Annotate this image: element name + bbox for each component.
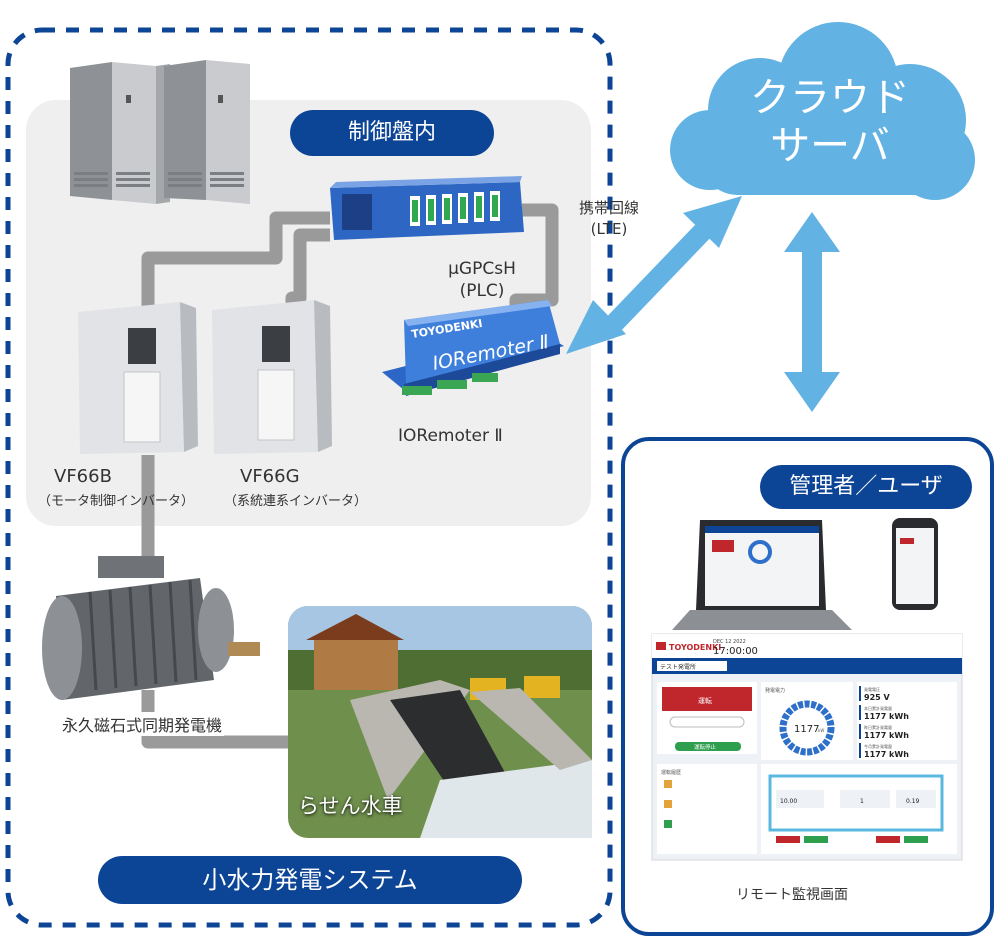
inverter-vf66g-name: VF66G <box>240 466 300 487</box>
remote-screen-caption: リモート監視画面 <box>736 887 848 903</box>
svg-text:1: 1 <box>860 798 864 805</box>
plc-label: μGPCsH (PLC) <box>432 258 532 302</box>
svg-text:運転停止: 運転停止 <box>694 743 717 751</box>
svg-text:1177: 1177 <box>794 724 819 735</box>
svg-text:TOYODENKI: TOYODENKI <box>669 643 721 652</box>
svg-text:10.00: 10.00 <box>780 798 797 805</box>
svg-text:DEC 12 2022: DEC 12 2022 <box>713 639 746 645</box>
metric-value: 1177 kWh <box>864 712 909 721</box>
system-boundary <box>5 27 613 928</box>
metric-accent <box>859 724 861 739</box>
plc-name: μGPCsH <box>448 259 516 279</box>
plc-type: (PLC) <box>459 281 505 301</box>
cloud-label-line1: クラウド <box>750 75 910 121</box>
lte-label-line1: 携帯回線 <box>578 199 639 217</box>
lte-arrow <box>566 196 742 354</box>
server-racks-image <box>70 60 250 204</box>
dashboard-screenshot: TOYODENKI DEC 12 2022 17:00:00 テスト発電所 運転… <box>651 633 963 861</box>
metric-label: 昨日累計発電量 <box>864 724 892 730</box>
metric-label: 今月累計発電量 <box>864 743 892 749</box>
inverter-vf66b-name: VF66B <box>54 466 112 487</box>
svg-text:運転履歴: 運転履歴 <box>661 770 681 776</box>
admin-title: 管理者／ユーザ <box>760 465 972 509</box>
svg-text:17:00:00: 17:00:00 <box>713 646 758 657</box>
cloud-server <box>670 22 975 200</box>
lte-label: 携帯回線 (LTE) <box>564 198 654 240</box>
generator-to-wheel-line <box>141 690 288 749</box>
svg-text:運転: 運転 <box>698 696 712 705</box>
inverter-vf66b-image <box>78 302 198 454</box>
waterwheel-label: らせん水車 <box>298 794 403 818</box>
metric-label: 発電電圧 <box>864 686 880 692</box>
laptop-image <box>672 520 852 630</box>
cloud-admin-arrow <box>784 212 840 412</box>
metric-accent <box>859 686 861 701</box>
metric-value: 925 V <box>864 693 890 702</box>
plc-image <box>330 176 524 240</box>
control-panel-title: 制御盤内 <box>290 110 494 156</box>
svg-text:テスト発電所: テスト発電所 <box>660 663 696 671</box>
metric-accent <box>859 705 861 720</box>
svg-text:kW: kW <box>818 728 824 733</box>
svg-text:発電電力: 発電電力 <box>765 687 785 694</box>
metric-label: 本日累計発電量 <box>864 705 892 711</box>
generator-image <box>42 556 260 700</box>
metric-value: 1177 kWh <box>864 750 909 759</box>
plc-to-inverters-line <box>141 211 330 310</box>
lte-label-line2: (LTE) <box>590 220 628 238</box>
metric-accent <box>859 743 861 758</box>
plc-to-inverter-g-line <box>285 228 330 310</box>
waterwheel-photo <box>288 606 592 838</box>
svg-text:0.19: 0.19 <box>906 798 920 805</box>
inverter-vf66g-desc: （系統連系インバータ） <box>224 494 368 509</box>
metric-value: 1177 kWh <box>864 731 909 740</box>
ioremoter-caption: IORemoter Ⅱ <box>398 426 503 446</box>
generator-label: 永久磁石式同期発電機 <box>60 712 225 736</box>
system-title: 小水力発電システム <box>98 856 522 904</box>
inverter-vf66b-desc: （モータ制御インバータ） <box>38 494 195 509</box>
phone-image <box>892 518 938 610</box>
cloud-label-line2: サーバ <box>770 123 890 169</box>
cloud-label: クラウド サーバ <box>720 74 940 170</box>
inverter-vf66g-image <box>212 300 332 454</box>
